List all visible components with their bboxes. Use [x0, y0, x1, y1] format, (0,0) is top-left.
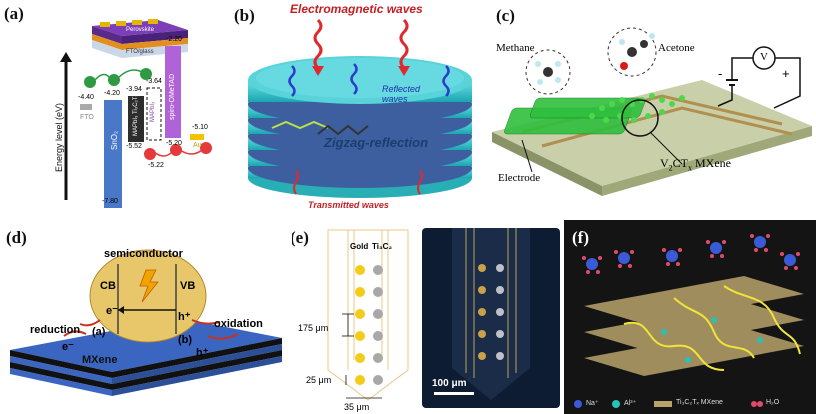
label-electromagnetic-waves: Electromagnetic waves — [290, 2, 423, 16]
label-e-minus-2: e⁻ — [62, 341, 74, 353]
label-reflected-waves: Reflected waves — [382, 84, 421, 104]
panel-d-photocatalysis: (d) semiconductor CB VB e⁻ h⁺ reduction … — [0, 220, 290, 414]
value-mx-top: -3.94 — [126, 86, 142, 93]
label-zigzag-reflection: Zigzag-reflection — [324, 135, 429, 150]
voltmeter-label: V — [760, 51, 768, 63]
label-gold: Gold — [350, 242, 369, 251]
label-mark-b: (b) — [178, 334, 193, 346]
panel-a-label: (a) — [4, 4, 24, 23]
battery-plus: + — [782, 66, 790, 81]
value-spiro-top: -2.20 — [166, 36, 182, 43]
material-fto: FTO — [80, 114, 94, 121]
panel-f-label: (f) — [572, 228, 589, 247]
label-oxidation: oxidation — [214, 318, 263, 330]
label-electrode: Electrode — [498, 172, 541, 184]
panel-a-band-diagram: (a) — [0, 0, 230, 210]
y-axis-label: Energy level (eV) — [54, 102, 64, 172]
value-au: -5.10 — [192, 124, 208, 131]
dim-25um: 25 μm — [306, 375, 332, 385]
panel-b-label: (b) — [234, 6, 255, 25]
label-semiconductor: semiconductor — [104, 248, 183, 260]
label-acetone: Acetone — [658, 42, 695, 54]
label-e-minus: e⁻ — [106, 305, 118, 317]
value-fto: -4.40 — [78, 94, 94, 101]
dim-175um: 175 μm — [298, 323, 329, 333]
material-au: Au — [193, 142, 202, 149]
label-h-plus: h⁺ — [178, 311, 191, 323]
label-reduction: reduction — [30, 324, 81, 336]
value-sno2-top: -4.20 — [104, 90, 120, 97]
electrode-schematic-svg — [327, 229, 409, 401]
label-cb: CB — [100, 280, 116, 292]
panel-e-electrode-array: (e) Gold Ti₃C₂ 175 μm 25 μm 35 μm — [292, 220, 562, 414]
panel-f-ion-intercalation: (f) Na — [564, 220, 816, 414]
stack-label-fto-glass: FTO/glass — [126, 49, 154, 55]
panel-c-gas-sensor: (c) — [482, 0, 816, 216]
material-mapbi3-ti3c2: MAPbI₃ Ti₃C₂Tₓ — [133, 94, 139, 136]
scale-bar-label: 100 μm — [432, 378, 467, 389]
mxene-v: V — [660, 156, 669, 170]
value-sno2-bottom: -7.80 — [102, 198, 118, 205]
dim-35um: 35 μm — [344, 402, 370, 412]
label-mxene-substrate: MXene — [82, 354, 118, 366]
value-mx-bottom: -5.52 — [126, 143, 142, 150]
value-mapbi-bottom: -5.22 — [148, 162, 164, 169]
mxene-ct: CT — [672, 156, 689, 170]
legend-mxene: Ti₃C₂Tₓ MXene — [676, 399, 723, 406]
band-diagram-svg — [60, 19, 212, 208]
material-mapbi3: MAPbI₃ — [150, 101, 156, 122]
value-spiro-bottom: -5.20 — [166, 140, 182, 147]
material-spiro: spiro-OMeTAD — [169, 73, 176, 120]
material-sno2: SnO₂ — [110, 130, 119, 150]
stack-label-perovskite: Perovskite — [126, 27, 155, 33]
battery-minus: - — [718, 66, 723, 81]
gas-sensor-svg — [492, 27, 812, 196]
label-vb: VB — [180, 280, 196, 292]
label-methane: Methane — [496, 42, 535, 54]
label-h-plus-2: h⁺ — [196, 347, 209, 359]
mxene-layers-svg — [574, 234, 804, 408]
mxene-sub-2: 2 — [668, 163, 673, 173]
photocatalysis-svg — [10, 249, 282, 396]
panel-c-label: (c) — [496, 6, 515, 25]
legend-h2o: H₂O — [766, 399, 780, 406]
electrode-micrograph: 100 μm — [422, 228, 560, 408]
panel-d-label: (d) — [6, 228, 27, 247]
label-transmitted-waves: Transmitted waves — [308, 200, 389, 210]
value-mapbi-top: -3.64 — [146, 78, 162, 85]
device-stack-illustration — [92, 19, 188, 58]
label-mxene: V2CTx MXene — [660, 156, 731, 172]
layered-disc-svg — [248, 18, 472, 198]
legend-na: Na⁺ — [586, 400, 599, 407]
label-ti3c2: Ti₃C₂ — [372, 242, 392, 251]
panel-b-em-shielding: (b) — [232, 0, 480, 216]
micrograph-svg — [434, 228, 530, 400]
panel-e-label: (e) — [292, 228, 309, 247]
mxene-sub-x: x — [688, 163, 693, 173]
label-mark-a: (a) — [92, 326, 106, 338]
legend-al: Al³⁺ — [624, 400, 637, 407]
mxene-word: MXene — [692, 156, 732, 170]
